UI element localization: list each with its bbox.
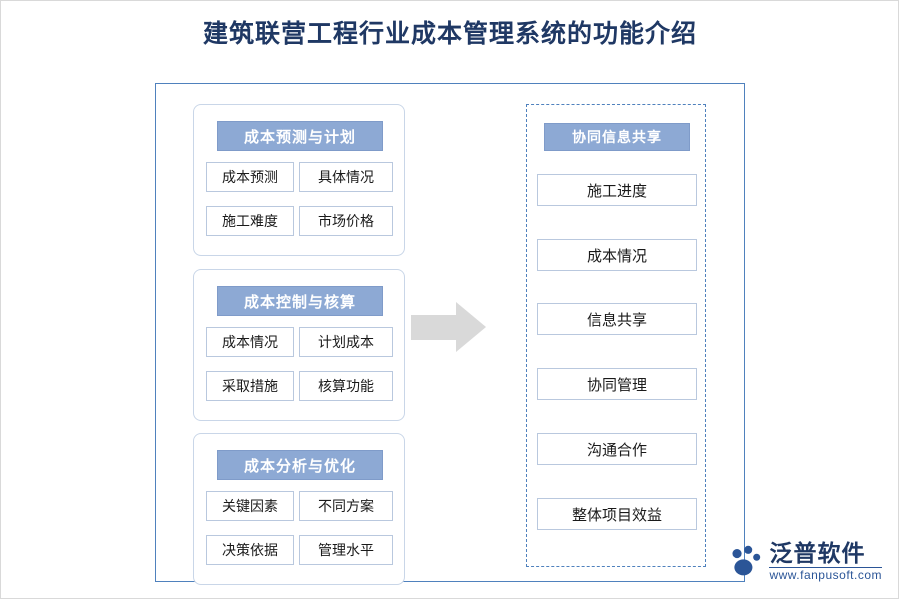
group-header: 成本预测与计划 [217, 121, 383, 151]
group-cell: 成本预测 [206, 162, 294, 192]
brand-logo: 泛普软件 www.fanpusoft.com [728, 539, 882, 582]
right-column-item: 沟通合作 [537, 433, 697, 465]
right-column-item: 协同管理 [537, 368, 697, 400]
right-arrow-icon [411, 300, 486, 355]
group-cost-forecast: 成本预测与计划 成本预测 具体情况 施工难度 市场价格 [193, 104, 405, 256]
brand-url: www.fanpusoft.com [769, 566, 882, 582]
group-header: 成本控制与核算 [217, 286, 383, 316]
group-cell: 成本情况 [206, 327, 294, 357]
group-header: 成本分析与优化 [217, 450, 383, 480]
group-cell: 关键因素 [206, 491, 294, 521]
group-cell: 管理水平 [299, 535, 393, 565]
group-cell: 具体情况 [299, 162, 393, 192]
right-column-header: 协同信息共享 [544, 123, 690, 151]
group-cell: 不同方案 [299, 491, 393, 521]
paw-logo-icon [732, 546, 761, 576]
group-cell: 决策依据 [206, 535, 294, 565]
group-cell: 市场价格 [299, 206, 393, 236]
group-cell: 计划成本 [299, 327, 393, 357]
group-cell: 采取措施 [206, 371, 294, 401]
right-column-item: 整体项目效益 [537, 498, 697, 530]
shared-info-column: 协同信息共享 施工进度 成本情况 信息共享 协同管理 沟通合作 整体项目效益 [526, 104, 706, 567]
right-column-item: 信息共享 [537, 303, 697, 335]
page-title: 建筑联营工程行业成本管理系统的功能介绍 [202, 20, 697, 48]
group-cost-control: 成本控制与核算 成本情况 计划成本 采取措施 核算功能 [193, 269, 405, 421]
right-column-item: 施工进度 [537, 174, 697, 206]
group-cost-analysis: 成本分析与优化 关键因素 不同方案 决策依据 管理水平 [193, 433, 405, 585]
group-cell: 施工难度 [206, 206, 294, 236]
group-cell: 核算功能 [299, 371, 393, 401]
diagram-frame: 成本预测与计划 成本预测 具体情况 施工难度 市场价格 成本控制与核算 成本情况… [155, 83, 745, 585]
right-column-item: 成本情况 [537, 239, 697, 271]
brand-name: 泛普软件 [769, 539, 866, 566]
